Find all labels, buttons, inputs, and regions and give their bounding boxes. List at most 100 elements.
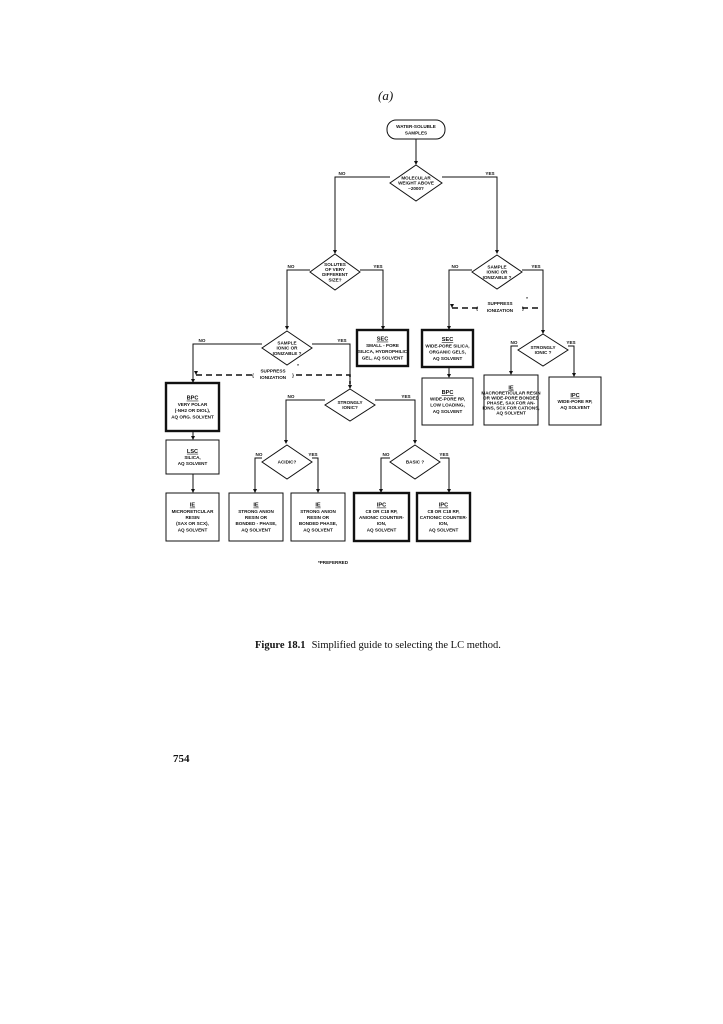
arrowhead-icon	[284, 440, 288, 444]
suppress-ionization-text: IONIZATION	[487, 308, 514, 313]
decision-strongly-ionic-right	[517, 333, 569, 367]
box-bpc-very-polar-text: AQ ORG. SOLVENT	[171, 414, 214, 419]
decision-molecular-weight-text: ~2000?	[408, 186, 424, 191]
box-ipc-anionic-text: AQ SOLVENT	[367, 527, 397, 532]
box-sec-small-pore-title: SEC	[377, 337, 389, 343]
connector	[360, 269, 384, 329]
decision-molecular-weight-text: WEIGHT ABOVE	[398, 181, 434, 186]
arrowhead-icon	[316, 489, 320, 493]
yes-label: YES	[373, 264, 382, 269]
decision-strongly-ionic-left-text: IONIC?	[342, 405, 358, 410]
box-ie-strong-anion-bonded-text: BONDED PHASE,	[299, 521, 337, 526]
arrowhead-icon	[285, 326, 289, 330]
box-ipc-cationic-text: ION,	[439, 521, 448, 526]
box-bpc-very-polar-text: VERY POLAR	[178, 402, 208, 407]
box-ie-strong-anion-text: RESIN OR	[245, 515, 268, 520]
decision-solute-size-text: SOLUTES	[324, 262, 346, 267]
connector	[448, 269, 472, 329]
connector	[312, 457, 319, 492]
box-ie-microreticular-text: MICRORETICULAR	[172, 509, 215, 514]
box-lsc-silica-text: SILICA,	[184, 455, 200, 460]
box-bpc-very-polar-title: BPC	[187, 396, 199, 402]
connector	[334, 176, 390, 253]
decision-sample-ionic-left-text: IONIZABLE ?	[273, 351, 302, 356]
no-label: NO	[288, 394, 295, 399]
box-lsc-silica	[165, 439, 220, 475]
yes-label: YES	[531, 264, 540, 269]
connector	[442, 176, 498, 253]
page-number: 754	[173, 753, 190, 765]
box-ipc-wide-pore-title: IPC	[570, 393, 579, 399]
arrowhead-icon	[447, 326, 451, 330]
decision-sample-ionic-left	[261, 330, 313, 366]
no-label: NO	[339, 171, 346, 176]
box-ipc-anionic	[352, 491, 411, 543]
arrowhead-icon	[381, 326, 385, 330]
decision-molecular-weight	[389, 164, 443, 202]
decision-strongly-ionic-right-text: IONIC ?	[535, 350, 552, 355]
arrowhead-icon	[572, 373, 576, 377]
box-sec-wide-pore-text: ORGANIC GELS,	[429, 350, 466, 355]
box-ie-macroreticular-text: OR WIDE-PORE BONDED	[483, 396, 540, 401]
box-bpc-wide-pore-title: BPC	[442, 390, 454, 396]
yes-label: YES	[308, 452, 317, 457]
box-sec-small-pore-text: SILICA, HYDROPHILIC	[358, 349, 408, 354]
no-label: NO	[256, 452, 263, 457]
box-bpc-wide-pore	[421, 377, 474, 426]
box-ipc-wide-pore	[548, 376, 602, 426]
decision-strongly-ionic-left-text: STRONGLY	[337, 400, 362, 405]
arrowhead-icon	[541, 330, 545, 334]
connector	[510, 345, 518, 374]
decision-sample-ionic-right-text: IONIZABLE ?	[483, 275, 512, 280]
box-ie-strong-anion-bonded-text: AQ SOLVENT	[303, 527, 333, 532]
arrowhead-icon	[194, 371, 198, 375]
connector	[440, 457, 450, 492]
arrowhead-icon	[413, 440, 417, 444]
box-sec-wide-pore	[420, 328, 475, 369]
connector	[286, 269, 310, 329]
arrowhead-icon	[348, 385, 352, 389]
box-ie-macroreticular	[483, 374, 539, 426]
preferred-asterisk: *	[526, 296, 528, 301]
decision-sample-ionic-right	[471, 254, 523, 290]
dashed-connector	[296, 374, 351, 384]
suppress-ionization-text: SUPPRESS	[487, 301, 512, 306]
box-ie-microreticular	[165, 492, 220, 542]
box-ie-macroreticular-title: IE	[508, 386, 514, 392]
box-ie-strong-anion-bonded-text: RESIN OR	[307, 515, 330, 520]
arrowhead-icon	[379, 489, 383, 493]
arrowhead-icon	[191, 379, 195, 383]
arrowhead-icon	[450, 304, 454, 308]
caption-number: Figure 18.1	[255, 640, 306, 651]
box-bpc-very-polar-text: (-NH2 OR DIOL),	[175, 408, 210, 413]
arrowhead-icon	[447, 374, 451, 378]
box-ie-microreticular-text: (SAX OR SCX),	[176, 521, 209, 526]
box-ie-macroreticular-text: AQ SOLVENT	[496, 411, 526, 416]
bracket-right-icon: }	[522, 306, 524, 311]
arrowhead-icon	[253, 489, 257, 493]
box-ie-strong-anion-text: STRONG ANION	[238, 509, 274, 514]
box-ipc-anionic-title: IPC	[377, 503, 386, 509]
box-bpc-wide-pore-text: AQ SOLVENT	[433, 409, 463, 414]
box-ipc-cationic-text: CATIONIC COUNTER-	[420, 515, 468, 520]
connector	[568, 345, 575, 376]
box-ipc-cationic-text: C8 OR C18 RP,	[427, 509, 459, 514]
suppress-ionization-text: IONIZATION	[260, 375, 287, 380]
box-ie-strong-anion-bonded-title: IE	[315, 503, 321, 509]
preferred-note: *PREFERRED	[318, 560, 349, 565]
box-ipc-anionic-text: ANIONIC COUNTER-	[359, 515, 404, 520]
box-ie-microreticular-title: IE	[190, 503, 196, 509]
box-ipc-cationic-title: IPC	[439, 503, 448, 509]
connector	[285, 399, 325, 443]
caption-text: Simplified guide to selecting the LC met…	[311, 640, 501, 651]
box-ie-strong-anion-bonded-text: STRONG ANION	[300, 509, 336, 514]
start-terminal	[386, 119, 446, 140]
decision-sample-ionic-right-text: IONIC OR	[487, 270, 509, 275]
bracket-left-icon: {	[252, 373, 254, 378]
decision-solute-size-text: OF VERY	[325, 267, 345, 272]
arrowhead-icon	[414, 161, 418, 165]
figure-caption: Figure 18.1 Simplified guide to selecting…	[255, 640, 501, 651]
box-bpc-wide-pore-text: WIDE-PORE RP,	[430, 396, 465, 401]
decision-solute-size-text: SIZE?	[328, 277, 341, 282]
